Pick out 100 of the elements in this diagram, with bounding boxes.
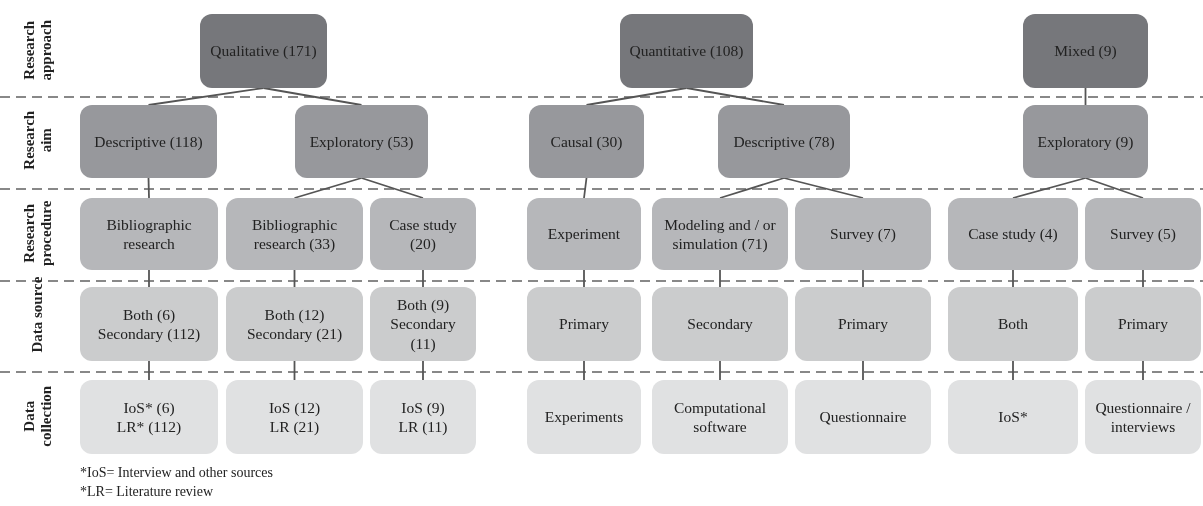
- connector-line: [583, 177, 588, 199]
- connector-line: [583, 360, 585, 381]
- category-box: [795, 380, 931, 454]
- connector-line: [147, 177, 150, 199]
- connector-line: [1012, 360, 1014, 381]
- category-box: [1023, 105, 1148, 178]
- box-text: IoS (9): [401, 397, 445, 417]
- box-text: Both (12): [264, 304, 325, 324]
- box-text: Quantitative (108): [629, 41, 744, 61]
- category-box: [80, 105, 217, 178]
- connector-line: [422, 269, 424, 288]
- box-text: Both (9): [396, 294, 450, 315]
- connector-line: [360, 177, 424, 199]
- box-text: Experiment: [547, 224, 621, 244]
- category-box: [80, 198, 218, 270]
- box-text: Descriptive (78): [733, 131, 835, 152]
- box-text: Survey (5): [1110, 224, 1176, 244]
- box-text: Exploratory (53): [309, 131, 414, 152]
- connector-line: [1142, 360, 1144, 381]
- connector-line: [293, 360, 296, 381]
- category-box: [1085, 287, 1201, 361]
- connector-line: [1142, 269, 1144, 288]
- category-box: [652, 287, 788, 361]
- box-text: Both (6): [122, 304, 176, 324]
- connector-line: [422, 360, 424, 381]
- box-text: Bibliographic research (33): [250, 214, 339, 254]
- box-text: Exploratory (9): [1037, 131, 1134, 152]
- box-text: Secondary (11): [389, 314, 457, 354]
- category-box: [718, 105, 850, 178]
- row-label: Research procedure: [20, 199, 55, 268]
- box-text: Qualitative (171): [210, 41, 317, 61]
- connector-line: [262, 87, 363, 106]
- box-text: Secondary (112): [97, 324, 201, 344]
- connector-line: [148, 360, 150, 381]
- box-text: Secondary: [687, 314, 753, 334]
- connector-line: [685, 87, 785, 106]
- category-box: [1085, 198, 1201, 270]
- connector-line: [719, 360, 721, 381]
- box-text: Causal (30): [550, 131, 623, 152]
- category-box: [529, 105, 644, 178]
- row-label: Data source: [29, 275, 47, 355]
- row-label: Research aim: [20, 109, 55, 172]
- connector-line: [148, 269, 150, 288]
- box-text: LR* (112): [116, 417, 182, 437]
- category-box: [370, 380, 476, 454]
- category-box: [226, 380, 363, 454]
- box-text: Computational software: [672, 397, 768, 437]
- box-text: LR (21): [269, 417, 320, 437]
- box-text: Primary: [838, 314, 888, 334]
- category-box: [795, 287, 931, 361]
- category-box: [795, 198, 931, 270]
- category-box: [652, 198, 788, 270]
- connector-line: [862, 360, 864, 381]
- box-text: Modeling and / or simulation (71): [663, 214, 777, 254]
- box-text: Case study (20): [388, 214, 458, 254]
- box-text: Questionnaire / interviews: [1094, 397, 1192, 437]
- category-box: [1085, 380, 1201, 454]
- box-text: Questionnaire: [819, 407, 907, 427]
- connector-line: [862, 269, 864, 288]
- connector-line: [1012, 269, 1014, 288]
- category-box: [527, 380, 641, 454]
- category-box: [80, 287, 218, 361]
- category-box: [527, 287, 641, 361]
- connector-line: [719, 177, 785, 199]
- connector-line: [147, 87, 265, 106]
- category-box: [370, 287, 476, 361]
- box-text: LR (11): [398, 417, 448, 437]
- connector-line: [783, 177, 864, 199]
- category-box: [527, 198, 641, 270]
- footnote: *LR= Literature review: [80, 484, 214, 500]
- box-text: Case study (4): [968, 224, 1058, 244]
- category-box: [1023, 14, 1148, 88]
- category-box: [948, 287, 1078, 361]
- box-text: Mixed (9): [1054, 41, 1117, 61]
- connector-line: [1084, 177, 1144, 199]
- footnote: *IoS= Interview and other sources: [80, 465, 273, 481]
- category-box: [200, 14, 327, 88]
- box-text: Descriptive (118): [94, 131, 203, 152]
- connector-line: [719, 269, 721, 288]
- row-label: Data collection: [20, 384, 55, 449]
- category-box: [652, 380, 788, 454]
- box-text: Survey (7): [830, 224, 896, 244]
- category-box: [295, 105, 428, 178]
- box-text: IoS (12): [268, 397, 321, 417]
- connector-line: [583, 269, 585, 288]
- category-box: [620, 14, 753, 88]
- box-text: Primary: [559, 314, 609, 334]
- category-box: [948, 198, 1078, 270]
- category-box: [80, 380, 218, 454]
- box-text: Secondary (21): [246, 324, 343, 344]
- box-text: Bibliographic research: [105, 214, 193, 254]
- box-text: Primary: [1118, 314, 1168, 334]
- connector-line: [585, 87, 688, 106]
- connector-line: [1012, 177, 1087, 199]
- category-box: [226, 287, 363, 361]
- connector-line: [293, 177, 363, 199]
- box-text: Both: [997, 314, 1029, 334]
- box-text: IoS* (6): [123, 397, 175, 417]
- box-text: Experiments: [544, 407, 624, 427]
- category-box: [370, 198, 476, 270]
